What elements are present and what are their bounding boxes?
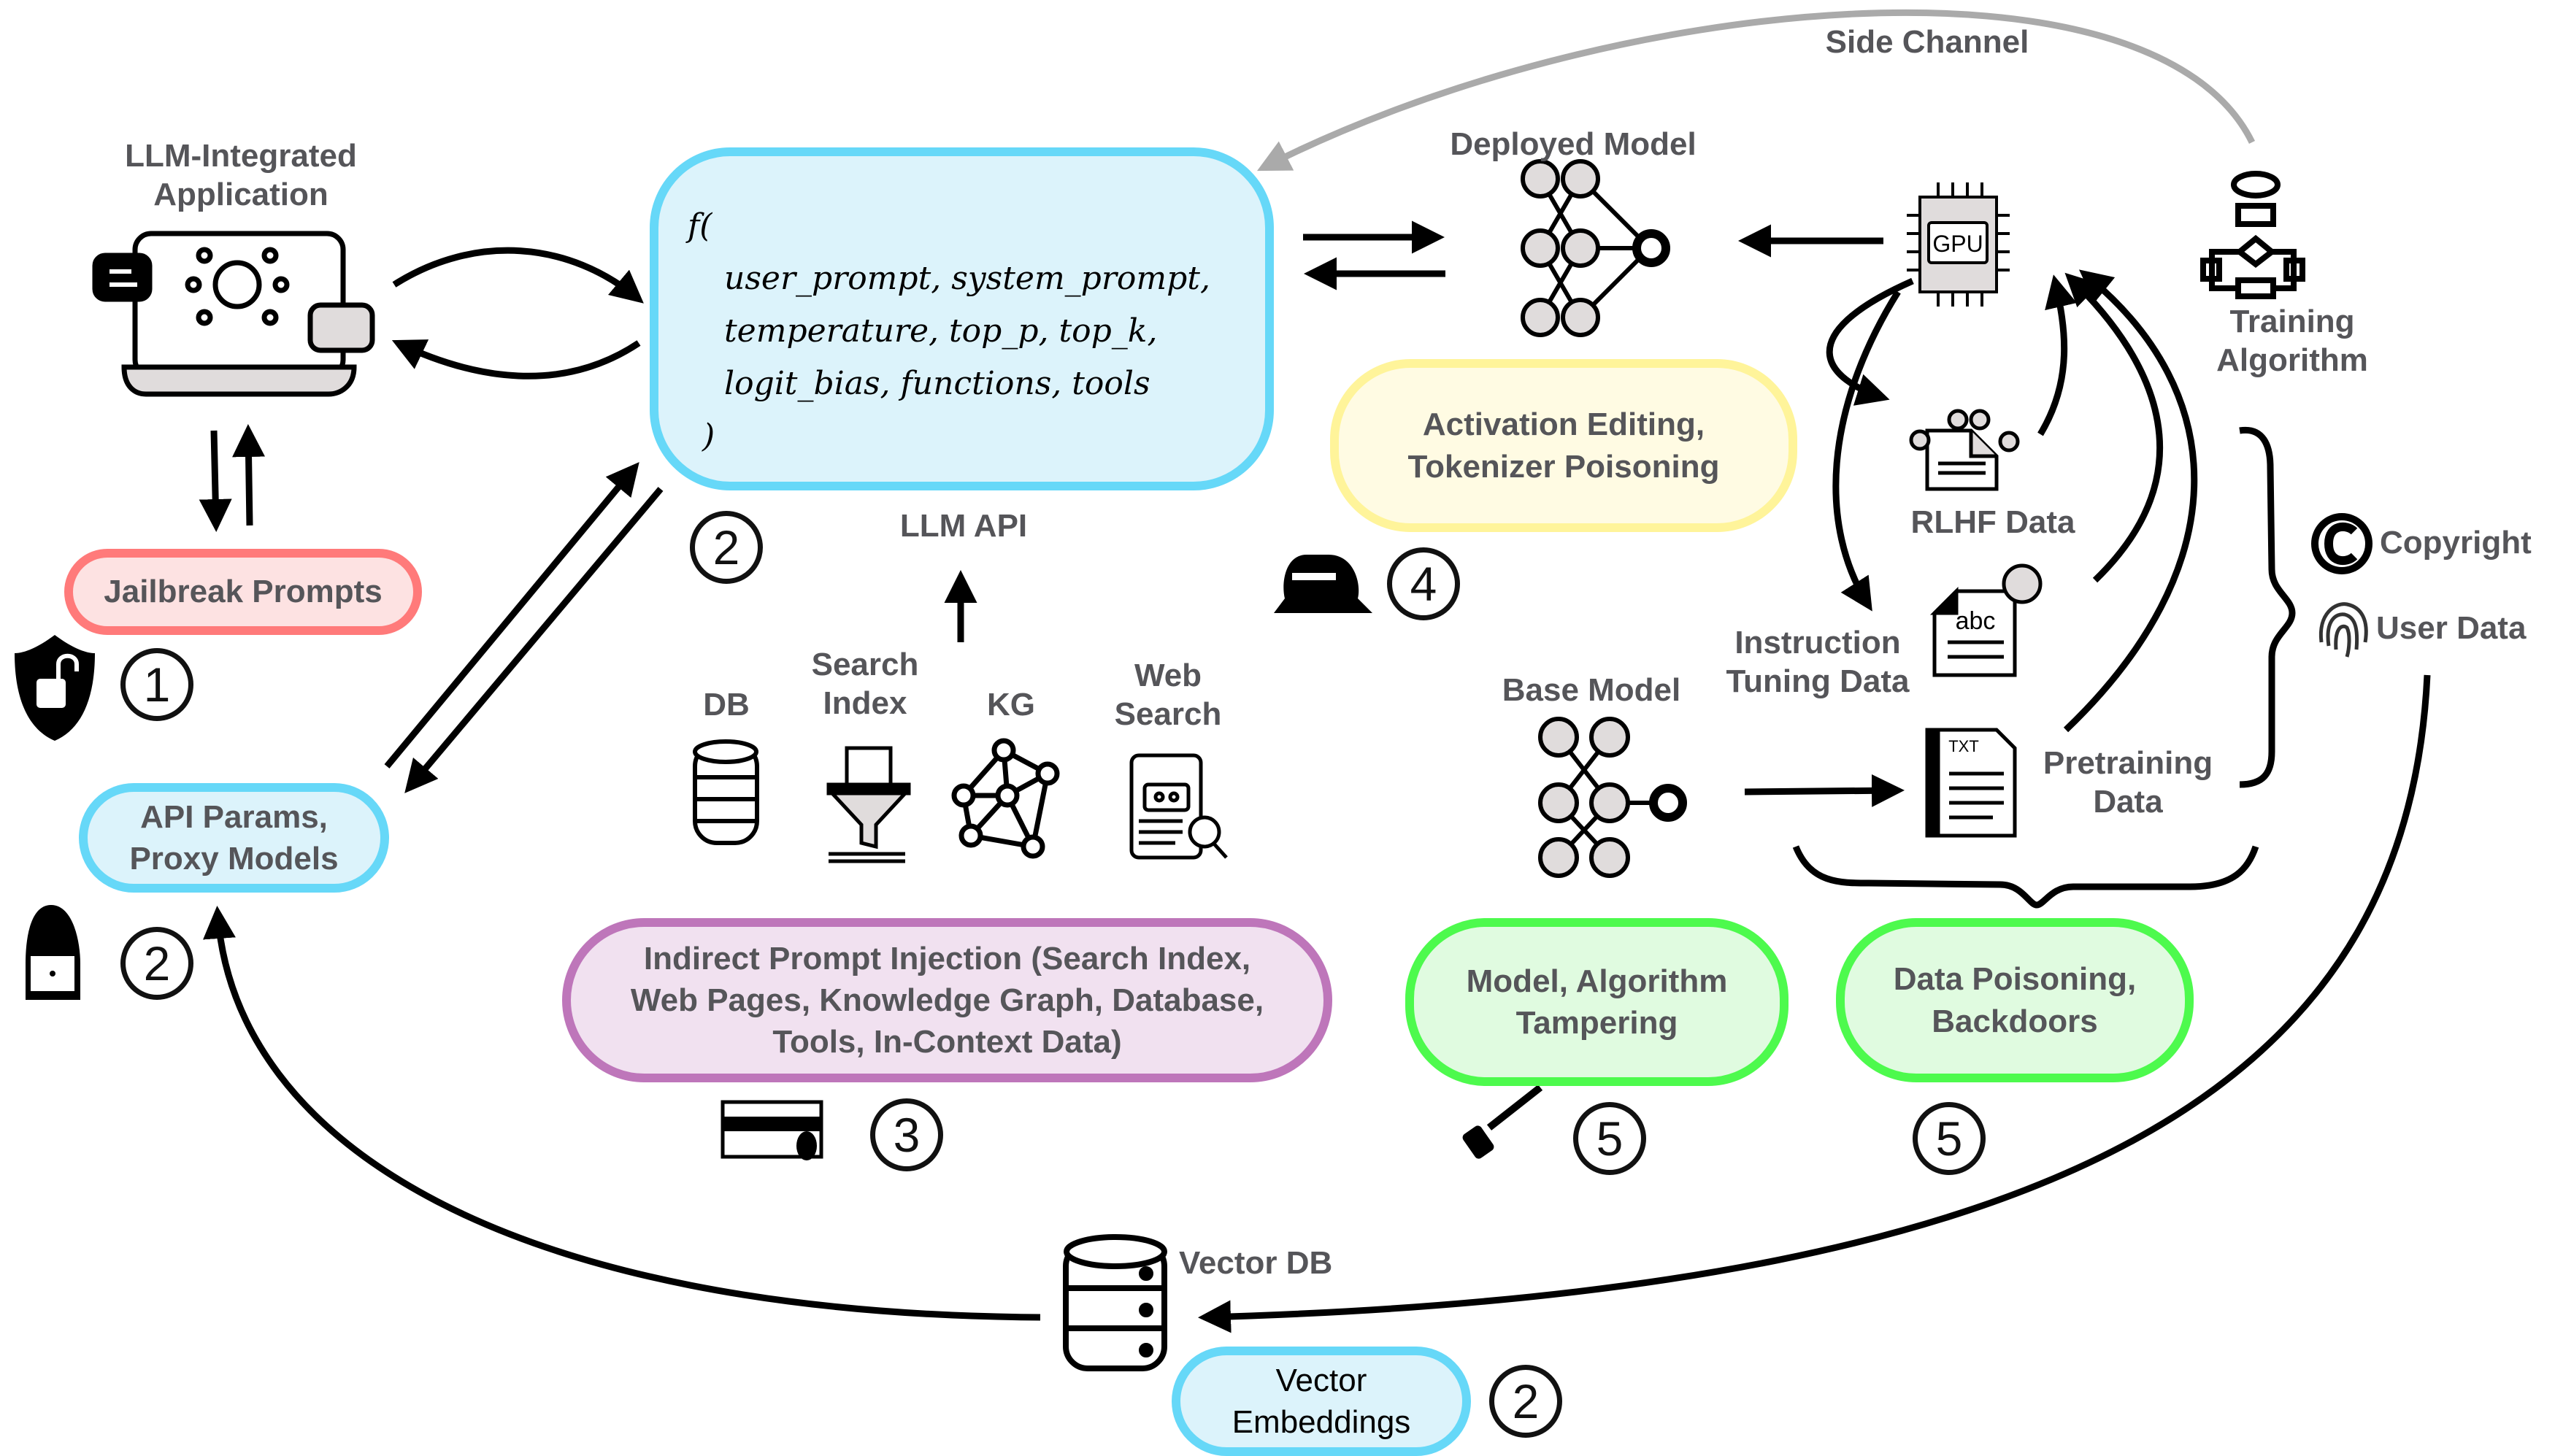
hacker-laptop-icon — [26, 905, 80, 1000]
data-poisoning-box[interactable]: Data Poisoning, Backdoors — [1836, 918, 2194, 1082]
indirect-line2: Web Pages, Knowledge Graph, Database, — [630, 982, 1264, 1018]
step-badge-4: 4 — [1387, 547, 1460, 620]
tampering-line1: Model, Algorithm — [1466, 963, 1728, 999]
neural-network-icon — [1521, 159, 1670, 337]
rlhf-data-label: RLHF Data — [1910, 504, 2075, 540]
burglar-icon — [1274, 555, 1372, 613]
pretraining-data-label: Pretraining Data — [2022, 744, 2234, 822]
llm-api-label: LLM API — [899, 508, 1028, 544]
function-arg-line: logit_bias, functions, tools — [724, 365, 1150, 402]
embeddings-line1: Vector — [1275, 1362, 1367, 1398]
indirect-line3: Tools, In-Context Data) — [772, 1024, 1122, 1060]
api-params-box[interactable]: API Params, Proxy Models — [79, 783, 389, 893]
funnel-index-icon — [826, 746, 911, 863]
activation-line2: Tokenizer Poisoning — [1407, 448, 1720, 485]
web-search-robot-icon — [1129, 753, 1228, 860]
activation-editing-box[interactable]: Activation Editing, Tokenizer Poisoning — [1330, 359, 1797, 532]
function-open: f( — [688, 207, 712, 244]
deployed-model-label: Deployed Model — [1450, 126, 1697, 162]
api-params-line2: Proxy Models — [129, 841, 339, 877]
fingerprint-icon — [2318, 602, 2368, 658]
api-to-params-arrow — [404, 487, 664, 793]
side-channel-arrow — [1256, 9, 2256, 172]
side-channel-label: Side Channel — [1825, 24, 2029, 60]
app-label: LLM-Integrated Application — [125, 138, 357, 212]
copyright-label: Copyright — [2380, 525, 2532, 561]
abc-label: abc — [1956, 607, 1996, 635]
source-db-label: DB — [703, 687, 750, 723]
function-arg-line: user_prompt, system_prompt, — [724, 260, 1210, 297]
source-kg-label: KG — [987, 687, 1035, 723]
training-line2: Algorithm — [2216, 342, 2368, 378]
function-arg-line: temperature, top_p, top_k, — [724, 312, 1158, 350]
step-badge-5-tampering: 5 — [1573, 1102, 1646, 1175]
params-to-api-arrow — [384, 462, 639, 769]
pretraining-to-gpu-arrow — [2063, 269, 2198, 733]
source-search-index-label: Search Index — [811, 647, 919, 721]
abc-document-icon — [1929, 563, 2043, 677]
data-brace-bottom — [1792, 845, 2259, 909]
step-badge-1: 1 — [120, 648, 193, 721]
training-line1: Training — [2229, 304, 2355, 339]
step-badge-2-embeddings: 2 — [1489, 1365, 1562, 1438]
instruction-to-gpu-arrow — [2064, 272, 2164, 583]
txt-document-icon — [1925, 728, 2017, 838]
vector-db-label: Vector DB — [1179, 1245, 1333, 1281]
indirect-prompt-injection-box[interactable]: Indirect Prompt Injection (Search Index,… — [562, 918, 1332, 1082]
rlhf-document-icon — [1909, 409, 2020, 491]
step-badge-3: 3 — [870, 1098, 943, 1171]
vectordb-to-params-arrow — [203, 906, 1041, 1321]
shield-unlock-icon — [15, 635, 95, 741]
poisoning-line2: Backdoors — [1932, 1003, 2098, 1039]
data-brace-right — [2239, 426, 2296, 788]
base-to-pretraining-arrow — [1744, 774, 1905, 807]
jailbreak-label: Jailbreak Prompts — [104, 574, 383, 610]
vector-embeddings-box[interactable]: Vector Embeddings — [1172, 1347, 1471, 1456]
pretraining-line1: Pretraining — [2043, 745, 2213, 781]
gpu-chip-icon — [1907, 182, 2010, 307]
tampering-line2: Tampering — [1515, 1005, 1678, 1041]
vector-db-icon — [1063, 1234, 1167, 1371]
copyright-icon — [2311, 513, 2372, 574]
laptop-brain-chat-icon — [92, 231, 375, 397]
step-badge-2-api: 2 — [690, 511, 763, 584]
base-model-network-icon — [1538, 717, 1687, 878]
database-icon — [693, 739, 759, 845]
app-to-api-arrow — [392, 247, 644, 304]
instruction-tuning-label: Instruction Tuning Data — [1708, 624, 1927, 701]
activation-line1: Activation Editing, — [1422, 407, 1705, 443]
gpu-to-instruction-arrow — [1832, 290, 1901, 612]
training-algorithm-label: Training Algorithm — [2183, 303, 2402, 380]
jailbreak-to-app-arrow — [232, 424, 266, 526]
pretraining-line2: Data — [2093, 783, 2163, 820]
key-fob-icon — [1462, 1085, 1543, 1159]
userdata-to-vectordb-arrow — [1198, 674, 2431, 1333]
flowchart-icon — [2200, 171, 2305, 299]
step-badge-2-params: 2 — [120, 927, 193, 1000]
jailbreak-prompts-box[interactable]: Jailbreak Prompts — [64, 549, 422, 635]
rlhf-to-gpu-arrow — [2037, 274, 2078, 436]
user-data-label: User Data — [2376, 610, 2527, 646]
api-params-line1: API Params, — [140, 798, 328, 835]
gpu-label: GPU — [1932, 231, 1983, 257]
txt-label: TXT — [1948, 737, 1979, 755]
app-to-jailbreak-arrow — [199, 430, 232, 532]
gpu-to-rlhf-arrow — [1826, 277, 1914, 406]
llm-api-box[interactable]: f( user_prompt, system_prompt, temperatu… — [650, 147, 1274, 490]
knowledge-graph-icon — [951, 738, 1060, 859]
api-to-app-arrow — [391, 339, 641, 380]
embeddings-line2: Embeddings — [1232, 1404, 1411, 1440]
instruction-line1: Instruction — [1734, 625, 1901, 660]
model-tampering-box[interactable]: Model, Algorithm Tampering — [1405, 918, 1788, 1086]
indirect-line1: Indirect Prompt Injection (Search Index, — [643, 940, 1251, 977]
function-close: ) — [702, 417, 715, 455]
instruction-line2: Tuning Data — [1726, 663, 1910, 699]
card-bug-icon — [721, 1100, 823, 1160]
base-model-label: Base Model — [1502, 672, 1681, 708]
source-web-search-label: Web Search — [1114, 658, 1222, 732]
poisoning-line1: Data Poisoning, — [1893, 961, 2137, 998]
step-badge-5-poisoning: 5 — [1913, 1102, 1986, 1175]
